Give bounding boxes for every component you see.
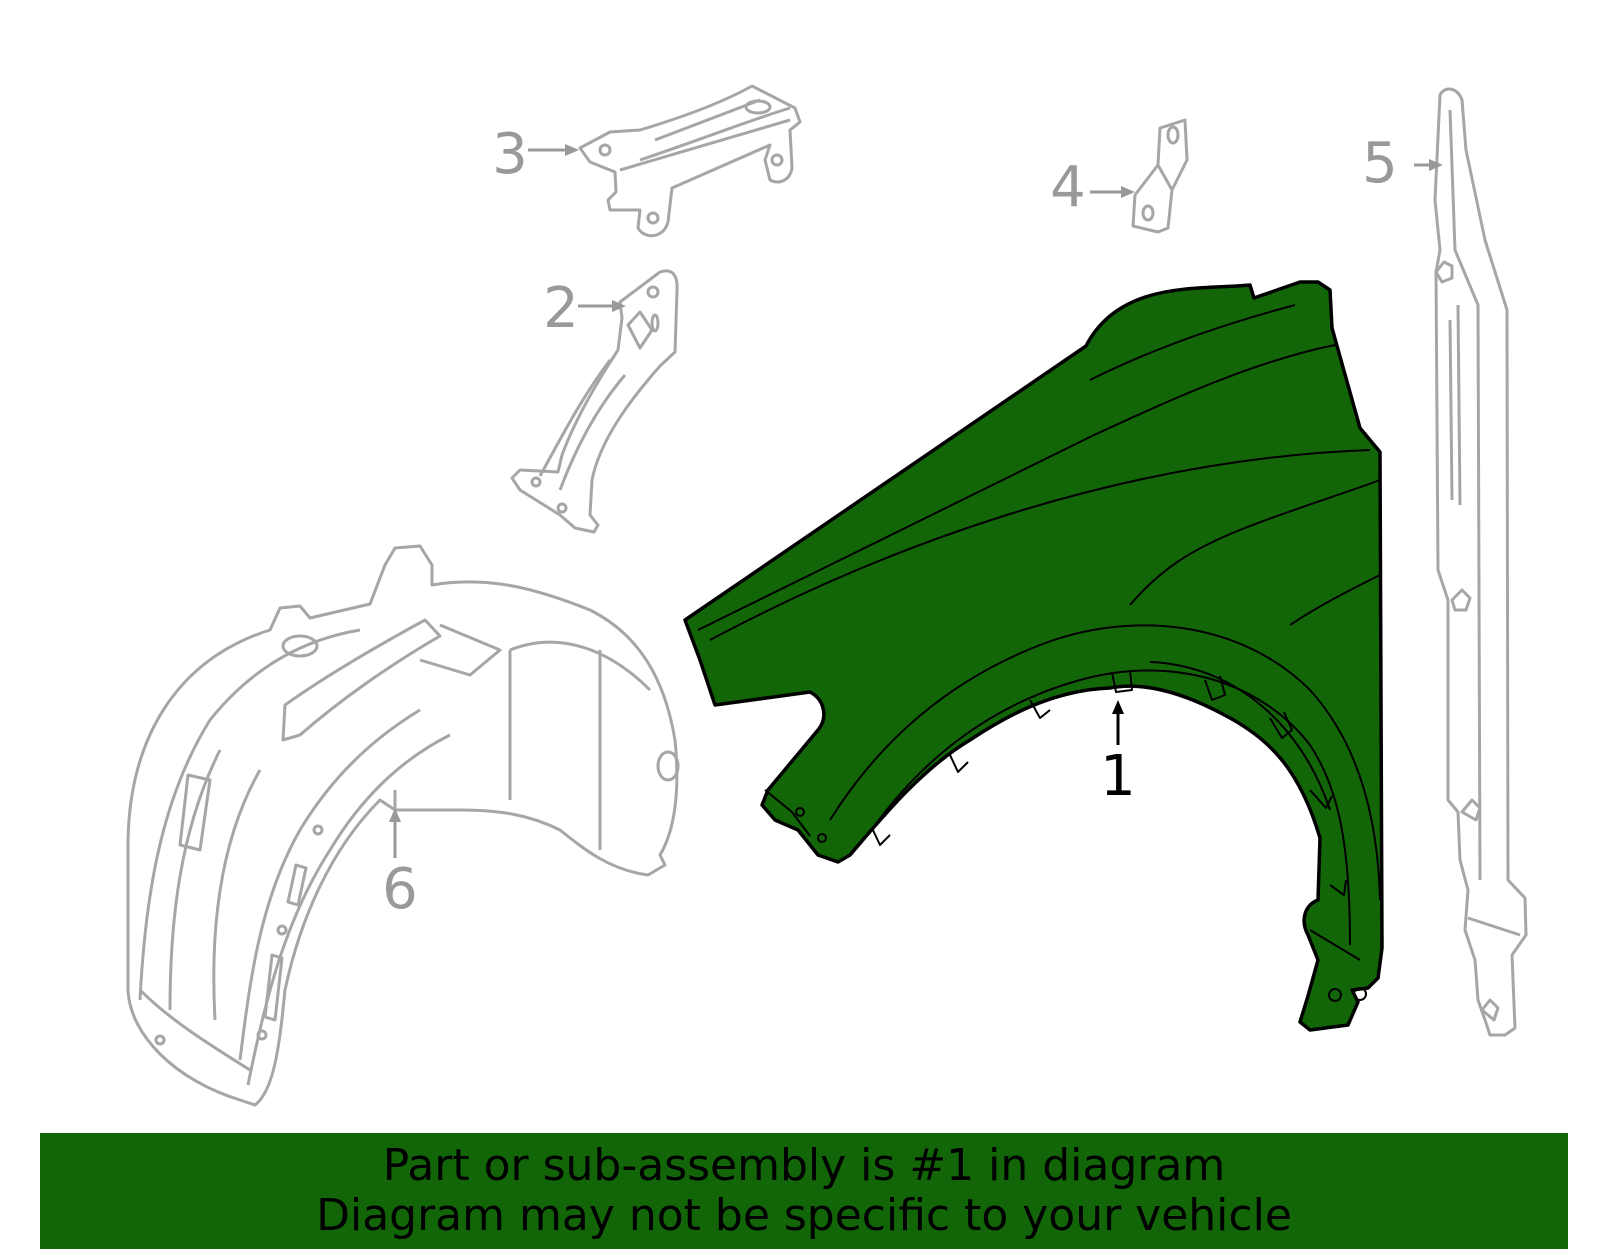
- callout-label-5: 5: [1362, 131, 1398, 196]
- banner-line-disclaimer: Diagram may not be specific to your vehi…: [316, 1190, 1292, 1241]
- callout-5-leader: [1414, 159, 1443, 171]
- fender-part: [683, 280, 1384, 1032]
- callout-1-leader: [1112, 700, 1124, 745]
- info-banner: Part or sub-assembly is #1 in diagram Di…: [40, 1133, 1568, 1249]
- fender-liner-part: [126, 544, 680, 1107]
- callout-6-leader: [389, 808, 401, 858]
- fender-bracket-part: [510, 269, 679, 534]
- banner-line-part-number: Part or sub-assembly is #1 in diagram: [382, 1140, 1226, 1191]
- callout-2-leader: [578, 300, 626, 312]
- callout-3-leader: [528, 144, 579, 156]
- callout-label-4: 4: [1050, 155, 1086, 220]
- upper-support-bracket-part: [578, 84, 802, 238]
- callout-4-leader: [1090, 186, 1135, 198]
- small-bracket-part: [1131, 118, 1189, 234]
- side-seal-strip-part: [1433, 87, 1528, 1037]
- callout-label-2: 2: [543, 276, 579, 341]
- callout-label-6: 6: [382, 857, 418, 922]
- callout-label-3: 3: [492, 122, 528, 187]
- callout-label-1: 1: [1100, 744, 1136, 809]
